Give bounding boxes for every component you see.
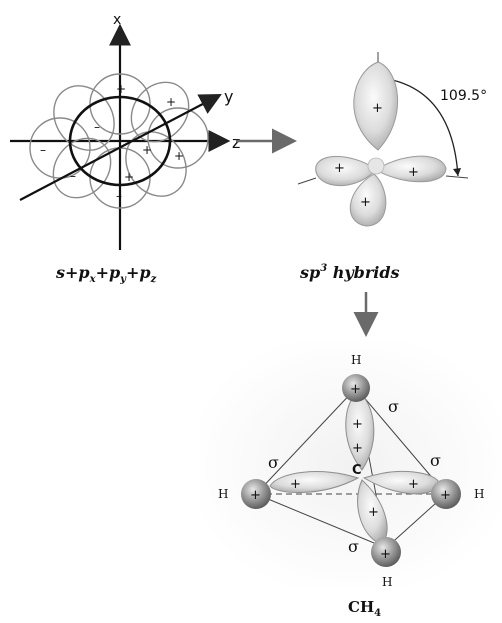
sign-minus-inner: – [94,120,100,134]
hybrid-lobe-right [375,155,447,183]
bond-lobe-left [269,471,360,493]
ch4-sign-lobe-top-2: + [352,441,363,456]
sigma-right: σ [430,451,441,470]
px-lobe-top [89,73,151,135]
sigma-left: σ [268,453,279,472]
angle-arc [381,77,459,177]
hydrogen-sphere-right [431,479,461,509]
sp3-hybrids-figure: 109.5° + + + + [297,52,487,227]
py-lobe-1 [53,85,115,151]
methane-caption: CH4 [348,598,381,619]
ch4-sign-h-top: + [350,382,361,397]
ch4-sign-lobe-right: + [408,477,419,492]
ch4-sign-h-bottom: + [380,547,391,562]
y-axis-label: y [224,87,233,106]
hybrid-lobe-top [353,61,399,151]
ch4-sign-h-right: + [440,488,451,503]
hydrogen-sphere-left [241,479,271,509]
hybrid-sign-top: + [372,101,383,116]
carbon-label: C [352,463,362,478]
hybrid-sign-bottom: + [360,195,371,210]
hydrogen-label-left: H [218,487,228,501]
hybrid-sign-left: + [334,161,345,176]
sign-minus-bottom: – [116,189,122,203]
hybrid-lobe-left [315,155,377,187]
sign-plus-top: + [116,82,126,96]
sign-plus-right: + [174,149,184,163]
angle-label: 109.5° [440,88,487,104]
ch4-sign-lobe-left: + [290,477,301,492]
ch4-sign-lobe-top: + [352,417,363,432]
hydrogen-label-right: H [474,487,484,501]
sigma-bottom: σ [348,537,359,556]
sign-minus-left: – [40,143,46,157]
sign-plus-center: + [124,170,134,184]
hybrid-lobe-bottom [349,173,387,227]
ch4-sign-h-left: + [250,488,261,503]
y-axis-line [19,93,222,201]
hydrogen-sphere-top [342,374,370,402]
s-orbital [68,95,172,187]
py-lobe-2 [125,131,187,197]
z-axis-label: z [232,133,240,152]
atomic-orbitals-figure: x z y + + + + + – – – [10,12,240,250]
hydrogen-label-bottom: H [382,575,392,589]
sigma-top: σ [388,397,399,416]
sign-minus-lower-left: – [70,169,76,183]
orbitals-caption: s+px+py+pz [55,263,157,285]
sign-plus-upper-right: + [166,95,176,109]
hybrids-caption: sp3 hybrids [299,263,400,282]
hybrid-sign-right: + [408,165,419,180]
py-lobe-3 [52,137,112,199]
ch4-sign-lobe-bottom: + [368,505,379,520]
sign-plus-inner: + [142,143,152,157]
methane-figure: + + + + + + + + + C σ σ σ σ H H H H [200,342,500,589]
hydrogen-label-top: H [351,353,361,367]
pz-lobe-right [147,107,209,169]
x-axis-label: x [113,12,121,28]
hydrogen-sphere-bottom [371,537,401,567]
